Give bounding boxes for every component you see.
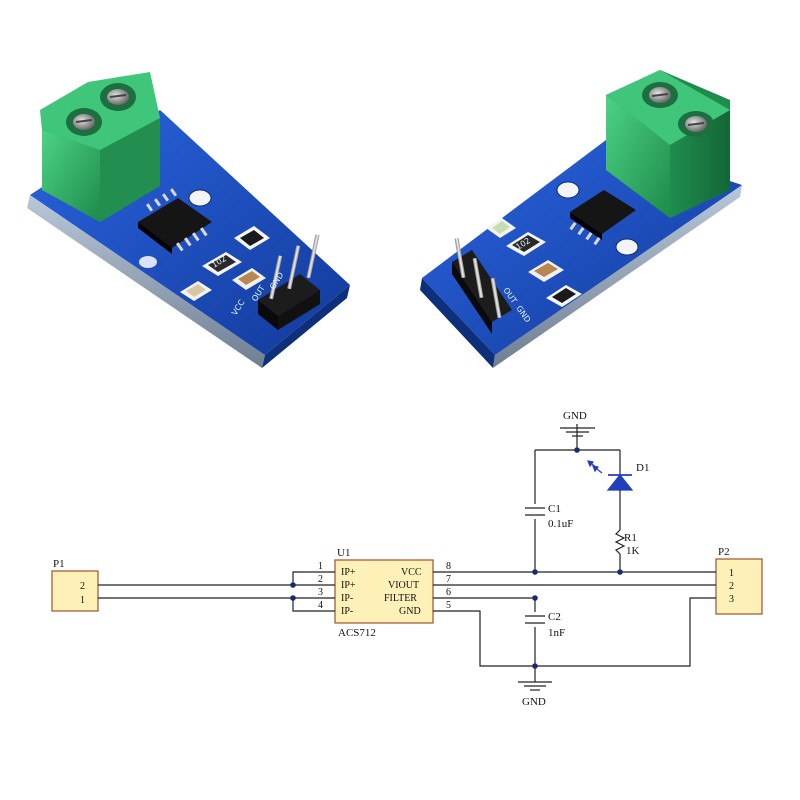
wire [455, 597, 716, 667]
capacitor-c1 [525, 507, 545, 516]
u1-pin-name: FILTER [384, 593, 417, 604]
u1-pin-name: VIOUT [388, 580, 419, 591]
u1-pin-name: IP- [341, 606, 353, 617]
ic-chip [569, 190, 636, 246]
board-edge [262, 285, 350, 368]
board-edge [27, 195, 265, 368]
c1-ref: C1 [548, 503, 561, 515]
p2-pin-num: 2 [729, 581, 734, 592]
u1-pin-num: 2 [318, 574, 323, 585]
wire [292, 598, 313, 612]
mounting-hole [188, 189, 212, 207]
r1-ref: R1 [624, 532, 637, 544]
ic-chip [138, 188, 212, 254]
junction-dot [617, 569, 623, 575]
p1-pin-num: 1 [80, 595, 85, 606]
module-photo-left: 102 VCC OUT GND [27, 72, 350, 368]
board-edge [420, 278, 495, 368]
smd-led [180, 281, 212, 301]
screw-terminal [40, 72, 160, 222]
mounting-hole [615, 238, 639, 256]
junction-dot [532, 663, 538, 669]
smd-resistor: 102 [506, 232, 546, 256]
p1-ref: P1 [53, 558, 65, 570]
p1-pin-num: 2 [80, 581, 85, 592]
mounting-hole [556, 181, 580, 199]
gnd-label-bottom: GND [522, 696, 546, 708]
pin-header [258, 234, 320, 330]
gnd-symbol-bottom [518, 681, 552, 691]
u1-pin-name: VCC [401, 567, 422, 578]
smd-resistor [546, 285, 582, 307]
d1-ref: D1 [636, 462, 649, 474]
p2-ref: P2 [718, 546, 730, 558]
u1-pin-name: IP- [341, 593, 353, 604]
junction-dot [290, 595, 296, 601]
schematic: GND C1 0.1uF D1 R1 1K U1 ACS [51, 410, 763, 708]
junctions [290, 447, 623, 669]
u1-pin-num: 6 [446, 587, 451, 598]
screw-terminal [606, 70, 730, 218]
u1-pin-num: 4 [318, 600, 323, 611]
mounting-hole [139, 256, 157, 268]
ic-u1-body [334, 559, 434, 624]
pin-header [452, 237, 512, 334]
u1-pin-num: 3 [318, 587, 323, 598]
c2-ref: C2 [548, 611, 561, 623]
c2-value: 1nF [548, 627, 565, 639]
led-d1-icon [587, 460, 634, 491]
r1-value: 1K [626, 545, 640, 557]
gnd-symbol-top [560, 424, 595, 450]
u1-pin-num: 8 [446, 561, 451, 572]
u1-part: ACS712 [338, 627, 376, 639]
smd-led [486, 218, 516, 238]
connector-p2 [715, 558, 763, 615]
u1-pin-name: GND [399, 606, 421, 617]
resistor-r1 [614, 529, 626, 555]
module-photo-right: 102 OUT GND [420, 70, 742, 368]
capacitor-c2 [525, 615, 545, 624]
smd-capacitor [232, 268, 266, 290]
smd-resistor [234, 226, 270, 250]
junction-dot [532, 569, 538, 575]
u1-pin-name: IP+ [341, 580, 356, 591]
u1-pin-num: 5 [446, 600, 451, 611]
junction-dot [290, 582, 296, 588]
gnd-label-top: GND [563, 410, 587, 422]
junction-dot [532, 595, 538, 601]
p2-pin-num: 1 [729, 568, 734, 579]
connector-p1 [51, 570, 99, 612]
u1-pin-num: 7 [446, 574, 451, 585]
u1-pin-num: 1 [318, 561, 323, 572]
wire [292, 571, 313, 585]
board-edge [493, 185, 742, 368]
u1-ref: U1 [337, 547, 350, 559]
u1-pin-name: IP+ [341, 567, 356, 578]
p2-pin-num: 3 [729, 594, 734, 605]
smd-capacitor [528, 260, 564, 282]
c1-value: 0.1uF [548, 518, 573, 530]
junction-dot [574, 447, 580, 453]
